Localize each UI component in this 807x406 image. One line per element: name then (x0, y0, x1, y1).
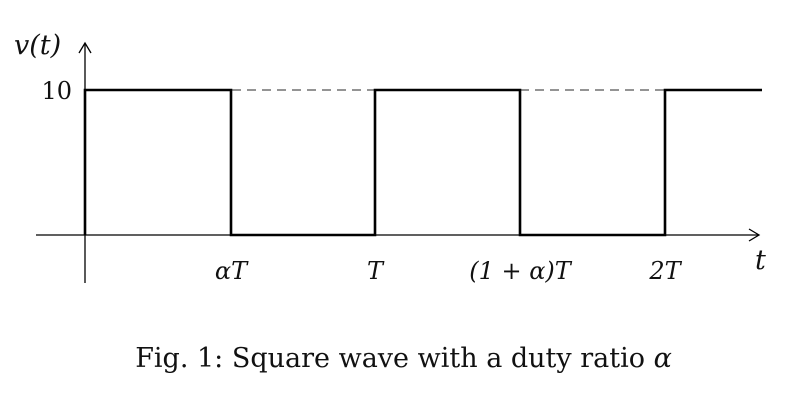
y-axis-label: v(t) (14, 30, 61, 61)
figure-caption: Fig. 1: Square wave with a duty ratio α (0, 343, 807, 374)
caption-text: Fig. 1: Square wave with a duty ratio (135, 343, 645, 374)
x-tick-label-2t: 2T (648, 257, 682, 285)
x-axis-arrowhead (748, 228, 761, 242)
caption-symbol: α (653, 343, 672, 374)
square-wave (83, 88, 762, 237)
x-tick-label-t: T (367, 257, 385, 285)
y-axis-arrowhead (78, 41, 92, 54)
x-tick-label-alpha-t: αT (215, 257, 249, 285)
y-tick-label-10: 10 (41, 77, 72, 105)
x-tick-label-one-plus-alpha-t: (1 + α)T (469, 257, 573, 285)
x-axis-label: t (755, 245, 766, 276)
